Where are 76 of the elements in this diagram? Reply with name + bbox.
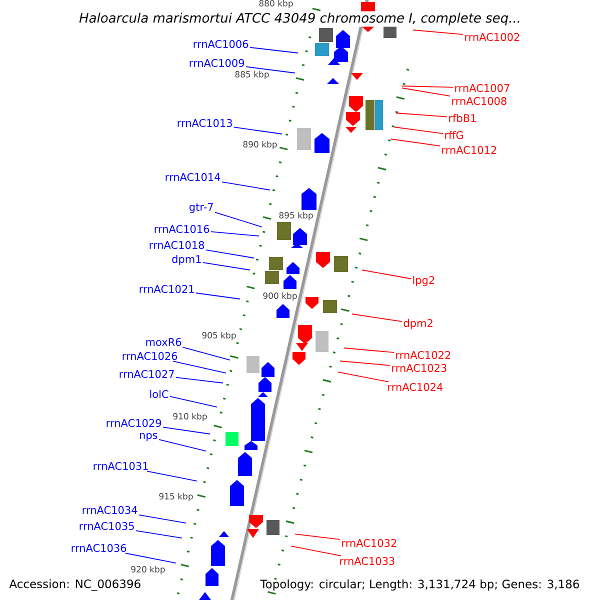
gene-label: rrnAC1007 <box>455 84 510 92</box>
tick-label: 920 kbp <box>131 566 165 574</box>
tick-label: 915 kbp <box>159 492 193 502</box>
gene-label: rffG <box>445 130 464 140</box>
leader-line <box>290 546 342 556</box>
tick-label: 895 kbp <box>279 212 313 220</box>
gene-label: rfbB1 <box>449 114 476 122</box>
leader-line <box>246 66 296 74</box>
leader-line <box>170 396 218 408</box>
leader-line <box>196 292 240 300</box>
leader-line <box>234 126 282 134</box>
accession-text: Accession: NC_006396 <box>9 579 140 591</box>
gene-label: rrnAC1026 <box>122 352 178 360</box>
leader-line <box>210 231 260 236</box>
topology-text: Topology: circular; Length: 3,131,724 bp; Genes: 3,186 <box>260 579 580 591</box>
gene-label: rrnAC1032 <box>342 539 396 547</box>
leader-line <box>146 470 198 482</box>
leader-line <box>202 262 250 270</box>
gene-label: rrnAC1021 <box>140 285 194 293</box>
leader-line <box>176 377 224 384</box>
leader-line <box>222 181 270 190</box>
gene-label: rrnAC1022 <box>396 351 450 359</box>
leader-line <box>214 212 262 228</box>
gene-label: rrnAC1034 <box>82 506 138 514</box>
gene-label: rrnAC1002 <box>465 33 520 41</box>
tick-label: 885 kbp <box>235 70 269 80</box>
leader-line <box>338 372 390 382</box>
gene-label: rrnAC1008 <box>452 97 506 105</box>
tick-label: 910 kbp <box>173 412 207 422</box>
gene-label: rrnAC1027 <box>120 370 174 378</box>
leader-line <box>352 314 402 322</box>
leader-line <box>402 86 454 88</box>
gene-label: dpm2 <box>404 318 432 330</box>
leader-line <box>340 360 390 366</box>
leader-line <box>412 30 464 35</box>
gene-label: lolC <box>150 390 168 398</box>
gene-label: lpg2 <box>413 276 434 286</box>
gene-label: dpm1 <box>172 254 201 266</box>
gene-label: rrnAC1036 <box>72 544 126 552</box>
gene-label: rrnAC1024 <box>388 383 443 391</box>
leader-line <box>136 530 182 538</box>
leader-line <box>138 514 186 524</box>
leader-line <box>206 249 254 258</box>
leader-line <box>394 126 444 134</box>
leader-line <box>362 270 412 280</box>
tick-label: 900 kbp <box>263 292 297 301</box>
gene-label: rrnAC1013 <box>178 119 232 127</box>
gene-label: rrnAC1033 <box>340 557 394 565</box>
leader-line <box>294 534 340 540</box>
leader-line <box>182 346 230 360</box>
gene-label: rrnAC1014 <box>166 173 220 181</box>
gene-label: rrnAC1035 <box>80 522 134 530</box>
tick-label: 890 kbp <box>243 140 277 150</box>
leader-line <box>158 439 206 452</box>
gene-label: rrnAC1006 <box>194 40 248 48</box>
gene-label: rrnAC1016 <box>154 225 210 233</box>
gene-label: rrnAC1031 <box>94 462 148 470</box>
title: Haloarcula marismortui ATCC 43049 chromosome I, complete seq... <box>78 11 522 27</box>
gene-label: rrnAC1009 <box>190 59 244 67</box>
gene-label: gtr-7 <box>189 203 213 213</box>
gene-label: rrnAC1023 <box>392 364 446 372</box>
tick-label: 905 kbp <box>202 332 236 340</box>
leader-line <box>124 552 176 564</box>
gene-label: moxR6 <box>146 338 182 346</box>
leader-line <box>172 360 226 374</box>
gene-label: rrnAC1012 <box>442 146 496 154</box>
gene-label: nps <box>140 432 158 442</box>
leader-line <box>396 112 448 118</box>
leader-line <box>390 138 440 146</box>
leader-line <box>344 348 394 353</box>
leader-line <box>250 46 298 54</box>
gene-label: rrnAC1018 <box>150 241 204 249</box>
tick-label: 880 kbp <box>259 0 293 8</box>
leader-line <box>402 88 450 97</box>
leader-line <box>162 426 210 434</box>
gene-label: rrnAC1029 <box>106 419 162 427</box>
